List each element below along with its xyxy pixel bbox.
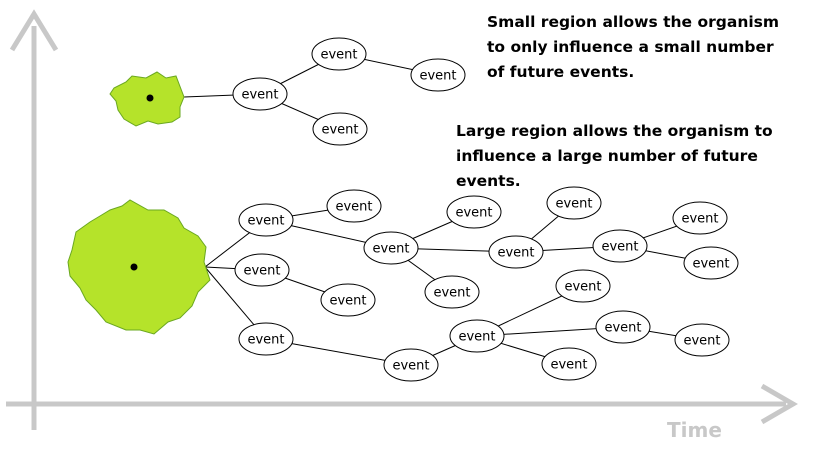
- event-node-label: event: [321, 123, 358, 138]
- event-node-ellipse: [311, 37, 367, 71]
- regions: [67, 71, 211, 335]
- event-node-ellipse: [424, 275, 480, 309]
- event-node-ellipse: [312, 112, 368, 146]
- event-node-ellipse: [446, 195, 502, 229]
- event-node: event: [541, 347, 597, 381]
- event-node: event: [383, 348, 439, 382]
- event-node-label: event: [601, 240, 638, 255]
- x-axis-arrowhead: [760, 383, 798, 425]
- organism-dot-small: [146, 94, 154, 102]
- event-node: event: [674, 323, 730, 357]
- event-node: event: [595, 310, 651, 344]
- event-node-ellipse: [234, 253, 290, 287]
- event-node-ellipse: [232, 77, 288, 111]
- event-node-ellipse: [363, 231, 419, 265]
- event-node-ellipse: [238, 203, 294, 237]
- event-node-label: event: [497, 246, 534, 261]
- event-node: event: [234, 253, 290, 287]
- event-node-ellipse: [383, 348, 439, 382]
- event-node-ellipse: [683, 246, 739, 280]
- event-node: event: [320, 283, 376, 317]
- event-node-label: event: [320, 48, 357, 63]
- event-node: event: [312, 112, 368, 146]
- event-node-ellipse: [410, 58, 466, 92]
- event-node-ellipse: [555, 269, 611, 303]
- y-axis-arrowhead: [9, 9, 59, 52]
- event-node-ellipse: [320, 283, 376, 317]
- large-region-caption: Large region allows the organism to infl…: [456, 122, 773, 190]
- event-node: event: [311, 37, 367, 71]
- event-node-label: event: [564, 280, 601, 295]
- event-node-ellipse: [541, 347, 597, 381]
- event-node: event: [446, 195, 502, 229]
- axes: [6, 9, 798, 430]
- event-node-label: event: [247, 333, 284, 348]
- event-node: event: [238, 322, 294, 356]
- event-node-label: event: [433, 286, 470, 301]
- event-node: event: [546, 186, 602, 220]
- event-node-label: event: [372, 242, 409, 257]
- event-node-label: event: [604, 321, 641, 336]
- event-node-label: event: [683, 334, 720, 349]
- event-node-ellipse: [326, 189, 382, 223]
- event-node: event: [449, 319, 505, 353]
- event-node: event: [326, 189, 382, 223]
- event-node: event: [238, 203, 294, 237]
- event-node-ellipse: [238, 322, 294, 356]
- small-region-caption: Small region allows the organism to only…: [487, 13, 780, 81]
- event-node-ellipse: [488, 235, 544, 269]
- event-node-ellipse: [546, 186, 602, 220]
- event-node: event: [424, 275, 480, 309]
- event-node: event: [592, 229, 648, 263]
- event-node-label: event: [419, 69, 456, 84]
- event-node-label: event: [458, 330, 495, 345]
- event-node: event: [683, 246, 739, 280]
- event-node: event: [232, 77, 288, 111]
- event-node-label: event: [247, 214, 284, 229]
- event-node: event: [410, 58, 466, 92]
- event-node-label: event: [550, 358, 587, 373]
- event-node-label: event: [335, 200, 372, 215]
- event-node-ellipse: [672, 201, 728, 235]
- event-node-ellipse: [595, 310, 651, 344]
- event-node-label: event: [555, 197, 592, 212]
- event-node-ellipse: [592, 229, 648, 263]
- large-influence-region: [67, 199, 211, 335]
- event-node-ellipse: [674, 323, 730, 357]
- event-node: event: [488, 235, 544, 269]
- event-node: event: [363, 231, 419, 265]
- event-node: event: [555, 269, 611, 303]
- event-node-label: event: [243, 264, 280, 279]
- event-node-label: event: [681, 212, 718, 227]
- event-node-label: event: [329, 294, 366, 309]
- event-node-label: event: [241, 88, 278, 103]
- event-nodes: event event event event event event event event…: [232, 37, 739, 382]
- time-axis-label: Time: [667, 418, 722, 442]
- event-node: event: [672, 201, 728, 235]
- organism-dot-large: [130, 263, 138, 271]
- event-node-label: event: [392, 359, 429, 374]
- event-node-label: event: [692, 257, 729, 272]
- event-node-ellipse: [449, 319, 505, 353]
- event-node-label: event: [455, 206, 492, 221]
